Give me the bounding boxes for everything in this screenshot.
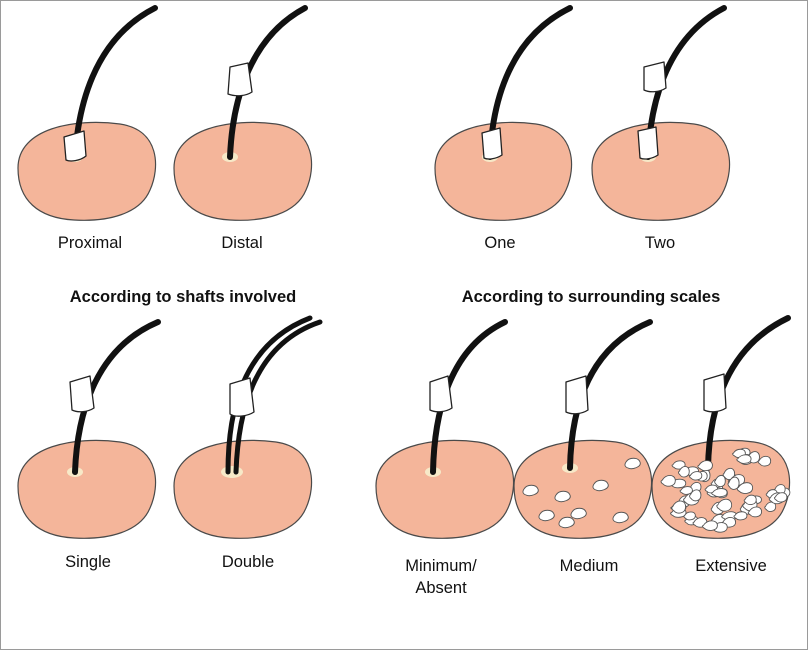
scale [689,489,702,502]
scalp-patch [17,121,157,221]
label-one: One [484,234,515,252]
hair-shaft [72,319,161,475]
scale [757,455,772,467]
scale [711,488,728,498]
panel-single [17,319,161,539]
label-extensive: Extensive [695,557,767,575]
panel-two [591,5,731,221]
scale [716,498,733,512]
scalp-patch [591,121,731,221]
scalp-patch [173,121,313,221]
hair-cast [429,375,453,413]
panel-double [173,315,323,539]
hair-cast [227,62,253,97]
scales-medium [522,457,641,529]
label-proximal: Proximal [58,234,122,252]
scale [743,494,757,505]
label-medium: Medium [560,557,619,575]
label-minimum-line2: Absent [415,579,467,597]
scalp-patch [375,439,515,539]
hair-cast-lower [637,126,659,160]
panel-medium [513,319,653,539]
panel-proximal [17,5,158,221]
scale [522,484,539,497]
label-single: Single [65,553,111,571]
panel-extensive [651,315,791,539]
label-double: Double [222,553,274,571]
scale [747,506,763,518]
scale [612,511,629,524]
scale [660,474,676,487]
panel-one [434,5,573,221]
scale [538,509,555,522]
panel-minimum [375,319,515,539]
label-distal: Distal [221,234,262,252]
scale [570,507,587,520]
scale [558,516,575,529]
hair-shaft-2 [233,319,323,475]
hair-cast [565,375,589,415]
hair-cast-upper [643,61,667,93]
scale [697,460,713,472]
scalp-patch [434,121,573,221]
label-minimum-line1: Minimum/ [405,557,477,575]
scale [592,479,609,492]
scale [683,511,696,521]
scale [689,471,703,481]
hair-cast [229,377,255,417]
scale [736,454,752,464]
panel-distal [173,5,313,221]
hair-cast [481,127,503,160]
scale [714,474,726,488]
scales-extensive [660,447,791,533]
scale [736,482,754,494]
hair-cast [69,375,95,413]
scale [733,511,748,521]
heading-scales: According to surrounding scales [462,288,721,306]
scalp-patch [173,439,313,539]
scale [671,500,687,514]
hair-cast [703,373,727,413]
scale [554,490,571,503]
heading-shafts: According to shafts involved [70,288,296,306]
scale [677,465,690,478]
scale [624,457,641,470]
scalp-patch [17,439,157,539]
scale [774,492,788,503]
follicle-opening [221,466,243,478]
hair-cast [63,130,87,162]
label-two: Two [645,234,675,252]
scale [727,476,740,490]
scale [702,520,718,531]
